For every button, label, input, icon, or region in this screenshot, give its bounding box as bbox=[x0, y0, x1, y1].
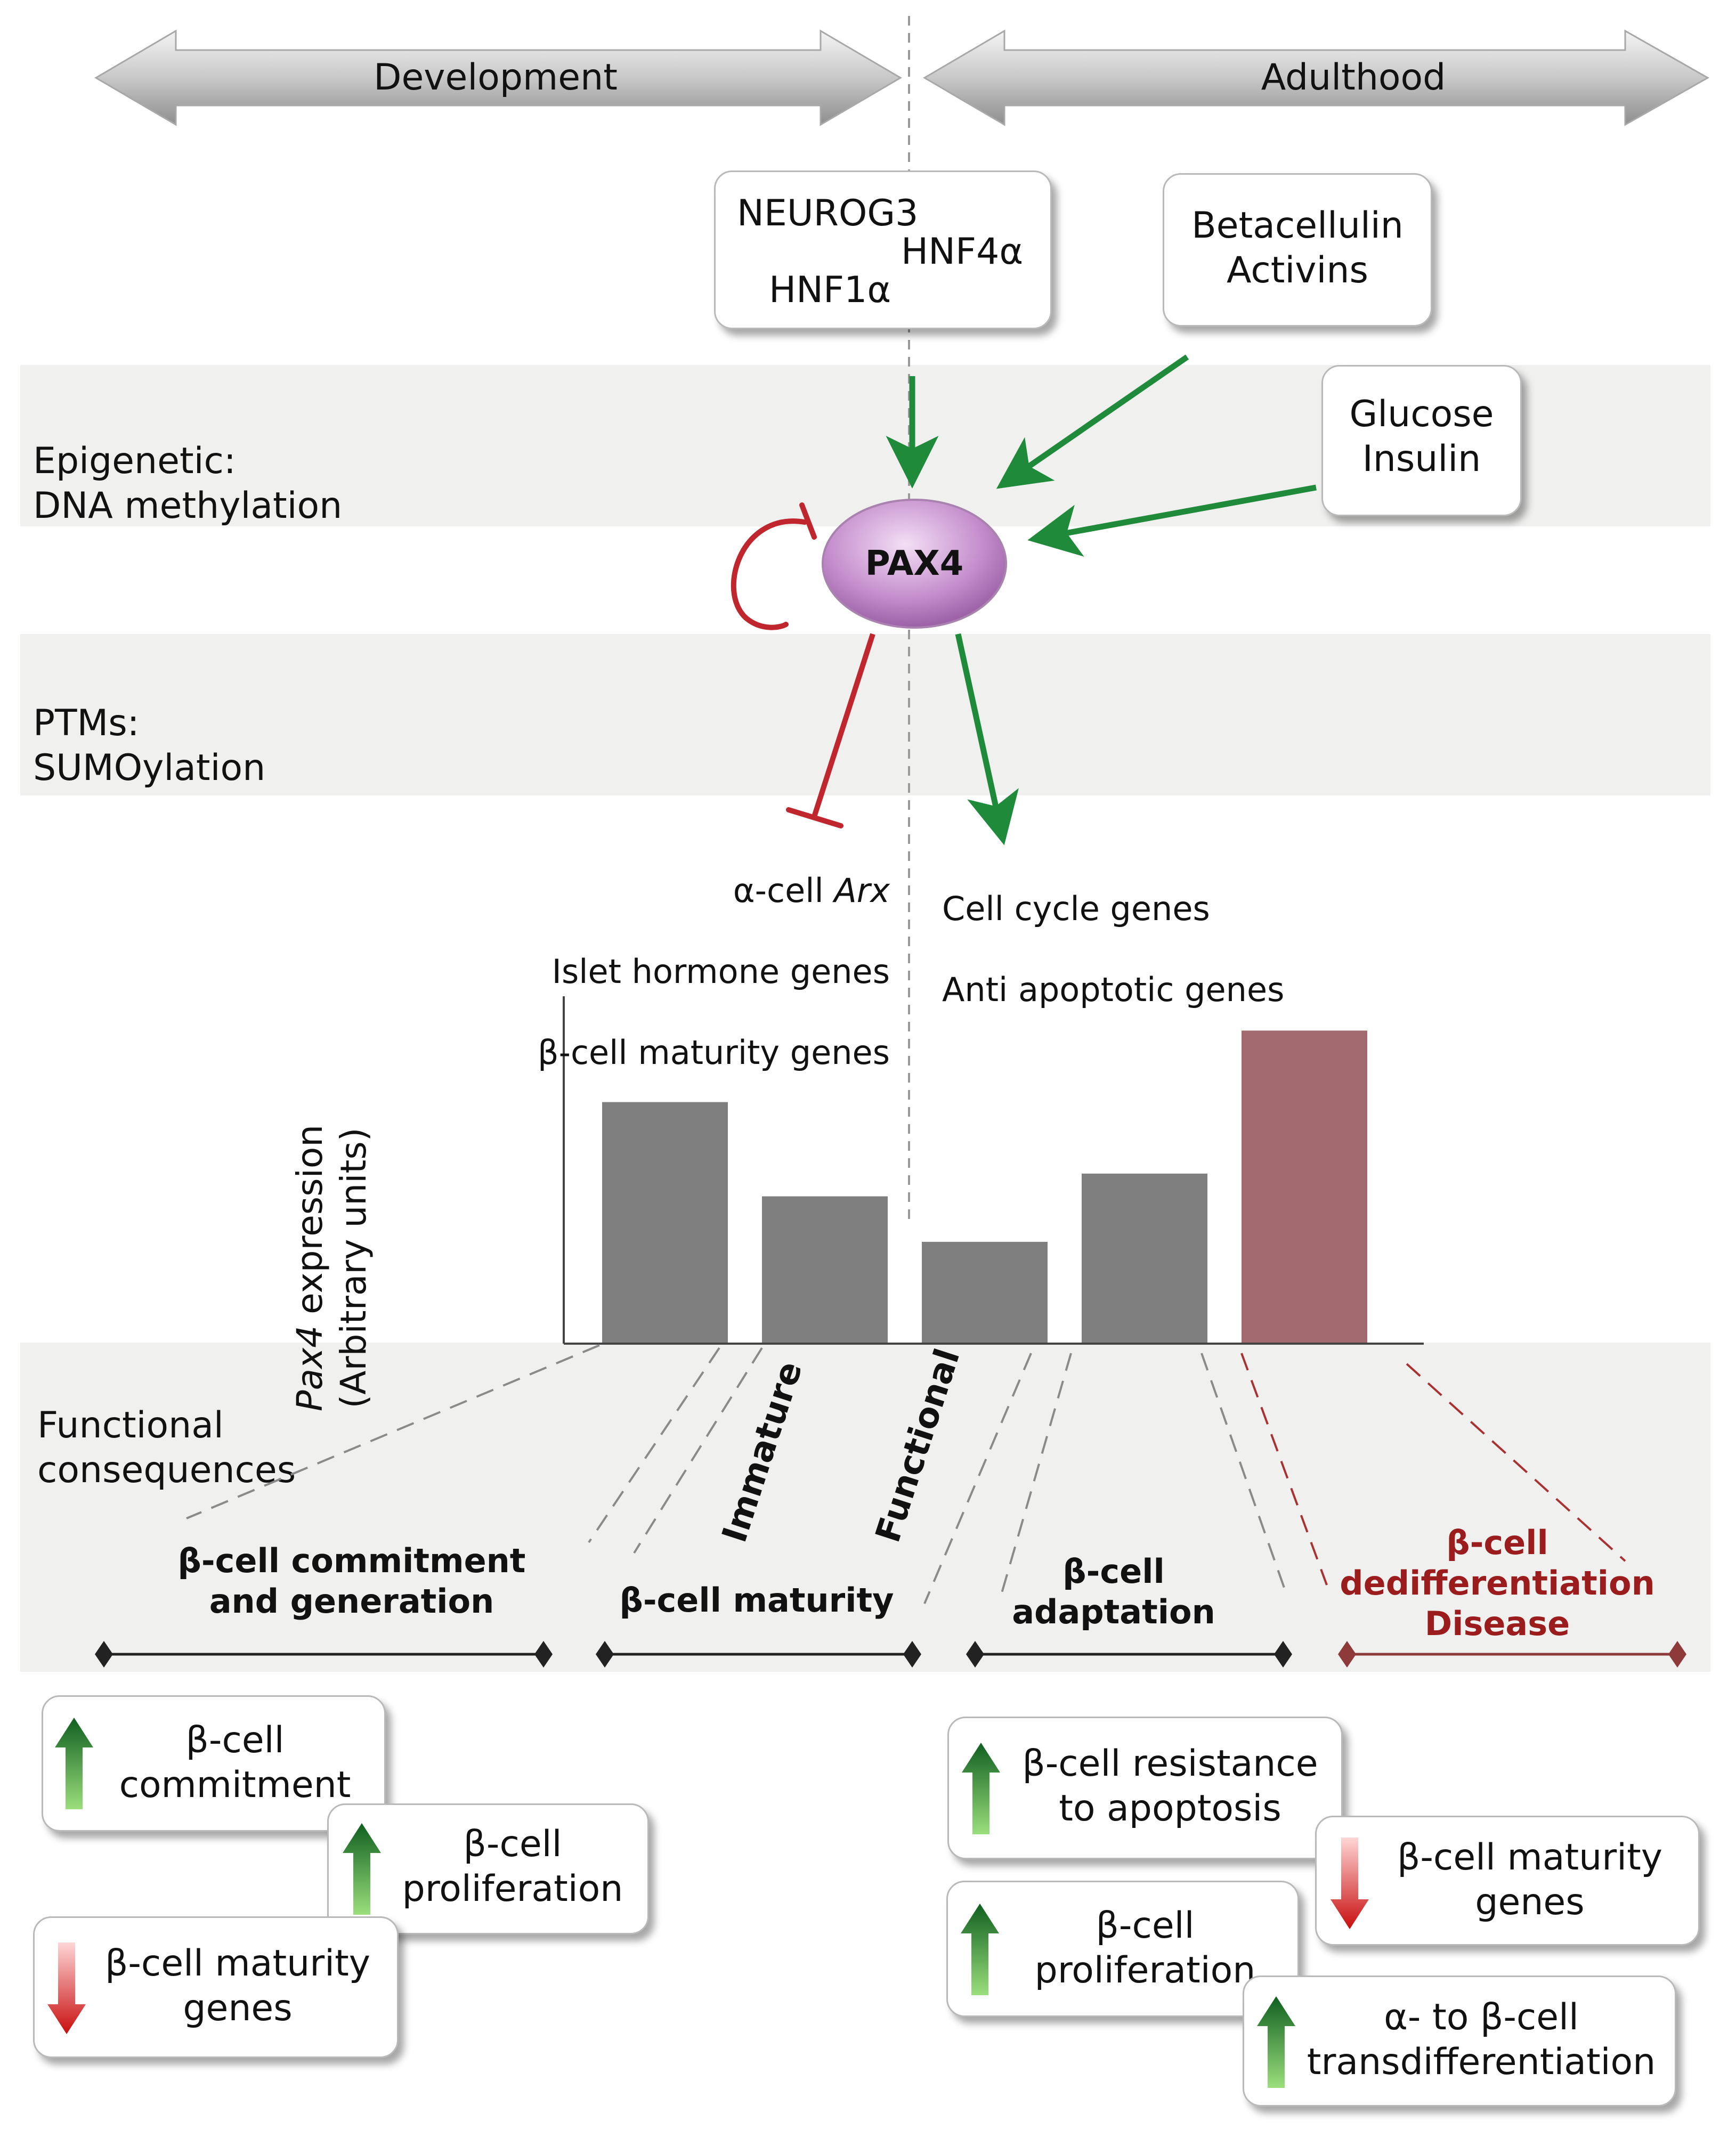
transdifferentiation-outcome-box: α- to β-cell transdifferentiation bbox=[1243, 1975, 1676, 2107]
metabolic-activation-arrow bbox=[1027, 484, 1317, 557]
repressed-targets: α-cell Arx Islet hormone genes β-cell ma… bbox=[538, 871, 890, 1072]
functional-band bbox=[20, 1343, 1710, 1672]
up-arrow-icon bbox=[961, 1904, 999, 1995]
up-arrow-icon bbox=[1257, 1996, 1295, 2088]
stage-connectors bbox=[186, 1344, 1285, 1604]
chart-y-label: Pax4 expression (Arbitrary units) bbox=[289, 1124, 374, 1412]
ptm-label: PTMs:SUMOylation bbox=[33, 702, 266, 789]
activated-targets: Cell cycle genes Anti apoptotic genes bbox=[942, 889, 1285, 1009]
downstream-activation-arrow bbox=[955, 633, 1019, 846]
maturity-stage-label: β-cell maturity bbox=[619, 1581, 894, 1620]
metabolic-box: Glucose Insulin bbox=[1321, 365, 1522, 516]
expression-bar-5 bbox=[1242, 1030, 1367, 1343]
self-repression-loop bbox=[731, 518, 807, 630]
transcription-factor-box: NEUROG3 HNF4α HNF1α bbox=[714, 170, 1052, 329]
maturity-down-dev-outcome-box: β-cell maturity genes bbox=[33, 1916, 399, 2058]
repression-line bbox=[812, 633, 875, 818]
proliferation-dev-outcome-box: β-cell proliferation bbox=[327, 1803, 649, 1934]
expression-bar-3 bbox=[922, 1241, 1048, 1343]
expression-bar-1 bbox=[602, 1102, 728, 1343]
expression-bar-2 bbox=[762, 1196, 888, 1343]
disease-connectors bbox=[1240, 1353, 1626, 1586]
development-label: Development bbox=[374, 56, 618, 99]
adulthood-arrow bbox=[923, 29, 1710, 126]
up-arrow-icon bbox=[55, 1718, 93, 1809]
up-arrow-icon bbox=[962, 1743, 1000, 1834]
maturity-down-adult-outcome-box: β-cell maturity genes bbox=[1315, 1816, 1700, 1946]
epigenetic-label: Epigenetic:DNA methylation bbox=[33, 440, 343, 527]
expression-bar-4 bbox=[1082, 1173, 1207, 1343]
commitment-outcome-box: β-cell commitment bbox=[42, 1695, 386, 1832]
pax4-label: PAX4 bbox=[865, 544, 964, 583]
development-arrow bbox=[94, 29, 902, 126]
resistance-outcome-box: β-cell resistance to apoptosis bbox=[947, 1717, 1343, 1859]
up-arrow-icon bbox=[343, 1823, 381, 1915]
pax4-node bbox=[822, 499, 1007, 629]
adulthood-label: Adulthood bbox=[1261, 56, 1446, 99]
down-arrow-icon bbox=[47, 1942, 86, 2034]
growth-activation-arrow bbox=[996, 354, 1189, 489]
stage-ranges bbox=[95, 1641, 1686, 1668]
growth-factor-box: Betacellulin Activins bbox=[1163, 173, 1432, 327]
proliferation-adult-outcome-box: β-cell proliferation bbox=[946, 1881, 1299, 2017]
down-arrow-icon bbox=[1331, 1838, 1369, 1929]
